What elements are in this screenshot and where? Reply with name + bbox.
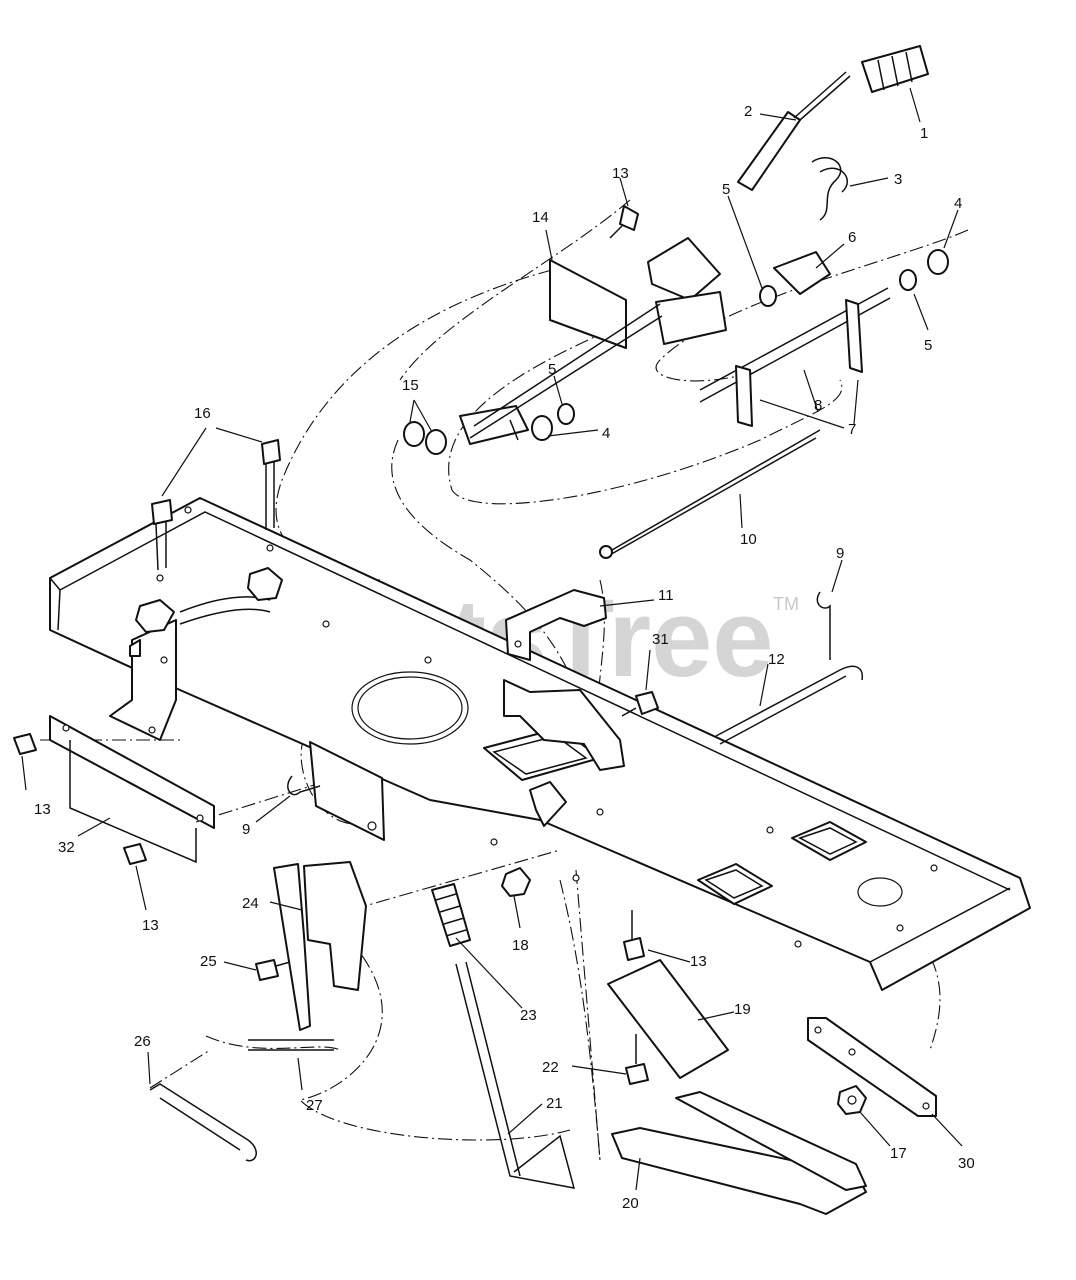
callout-31: 31 (652, 631, 669, 648)
callout-11: 11 (658, 587, 674, 604)
callout-32: 32 (58, 839, 75, 856)
callout-8: 8 (814, 397, 822, 414)
rod-12 (715, 665, 864, 745)
callout-1: 1 (920, 125, 928, 142)
callout-13-left: 13 (34, 801, 51, 818)
callout-15: 15 (402, 377, 419, 394)
callout-25: 25 (200, 953, 217, 970)
rod-21 (455, 961, 576, 1189)
callout-4-lower: 4 (602, 425, 610, 442)
lift-handle (737, 45, 929, 221)
callout-30: 30 (958, 1155, 975, 1172)
callout-19: 19 (734, 1001, 751, 1018)
watermark-trademark: TM (773, 594, 799, 614)
callout-18: 18 (512, 937, 529, 954)
callout-23: 23 (520, 1007, 537, 1024)
callout-2: 2 (744, 103, 752, 120)
main-frame (49, 497, 1031, 991)
callout-9-left: 9 (242, 821, 250, 838)
callout-10: 10 (740, 531, 757, 548)
leader-lines (21, 87, 963, 1191)
callout-16: 16 (194, 405, 211, 422)
callout-5-upper: 5 (722, 181, 730, 198)
plate-32 (49, 715, 215, 864)
bracket-11 (503, 589, 625, 827)
callout-4-upper: 4 (954, 195, 962, 212)
callout-5-left: 5 (548, 361, 556, 378)
callout-7: 7 (848, 421, 856, 438)
bracket-24 (273, 861, 367, 1031)
grip-23 (431, 883, 471, 947)
callout-6: 6 (848, 229, 856, 246)
callout-labels: 1 2 3 4 4 5 5 5 6 7 8 9 9 10 11 12 13 13… (34, 103, 975, 1212)
spring-26 (149, 1083, 257, 1162)
callout-27: 27 (306, 1097, 323, 1114)
callout-5-right: 5 (924, 337, 932, 354)
callout-21: 21 (546, 1095, 563, 1112)
bracket-19 (607, 959, 729, 1079)
left-bracket (109, 619, 177, 741)
callout-17: 17 (890, 1145, 907, 1162)
shaft-assembly (403, 237, 949, 455)
callout-3: 3 (894, 171, 902, 188)
callout-20: 20 (622, 1195, 639, 1212)
callout-22: 22 (542, 1059, 559, 1076)
callout-13-right: 13 (690, 953, 707, 970)
callout-9-right: 9 (836, 545, 844, 562)
spring-27 (248, 1039, 334, 1051)
callout-13-top: 13 (612, 165, 629, 182)
callout-12: 12 (768, 651, 785, 668)
bracket-plate (309, 741, 385, 841)
link-20 (611, 1091, 867, 1215)
hardware (13, 205, 867, 1115)
callout-24: 24 (242, 895, 259, 912)
rod-10 (599, 429, 821, 559)
plate-30 (807, 1017, 937, 1117)
callout-26: 26 (134, 1033, 151, 1050)
callout-14: 14 (532, 209, 549, 226)
callout-13-lower-left: 13 (142, 917, 159, 934)
